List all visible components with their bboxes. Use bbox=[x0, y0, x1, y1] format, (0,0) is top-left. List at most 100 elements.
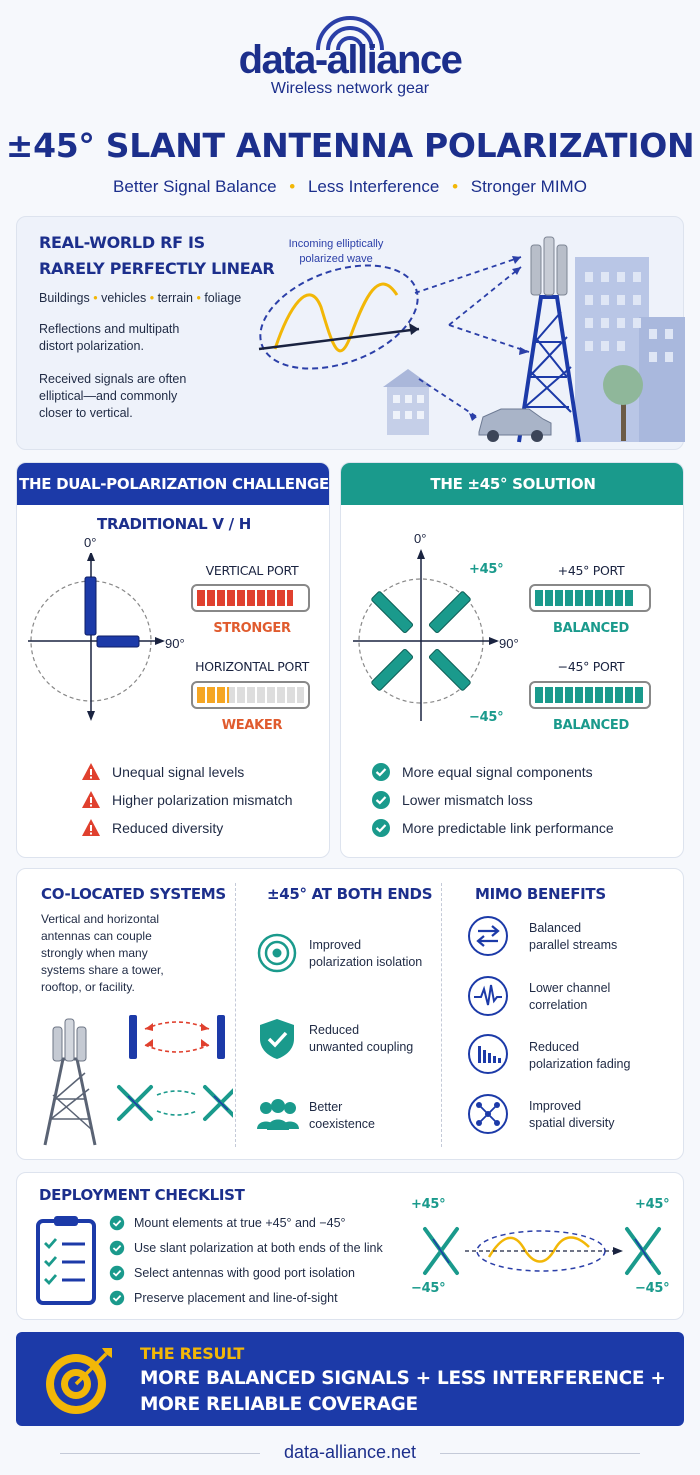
both-ends-item: Improved polarization isolation bbox=[309, 938, 423, 969]
shield-check-icon bbox=[260, 1019, 294, 1059]
colocated-heading: CO-LOCATED SYSTEMS bbox=[41, 885, 226, 903]
subtitle-item: Less Interference bbox=[307, 177, 440, 196]
checklist-item: Select antennas with good port isolation bbox=[109, 1265, 355, 1281]
slant-link-diagram bbox=[423, 1227, 661, 1275]
checklist-item: Preserve placement and line-of-sight bbox=[109, 1290, 338, 1306]
mimo-item: Reduced polarization fading bbox=[529, 1040, 631, 1071]
both-ends-heading: ±45° AT BOTH ENDS bbox=[267, 885, 433, 903]
target-arrow-icon bbox=[46, 1348, 112, 1414]
network-icon bbox=[468, 1094, 508, 1134]
check-row: More predictable link performance bbox=[371, 818, 614, 838]
minus45-port-meter bbox=[529, 681, 651, 709]
solution-header: THE ±45° SOLUTION bbox=[341, 463, 683, 505]
challenge-card: THE DUAL-POLARIZATION CHALLENGE TRADITIO… bbox=[16, 462, 330, 858]
rf-scene-illustration bbox=[258, 236, 685, 443]
rf-heading-line1: REAL-WORLD RF IS bbox=[39, 233, 205, 252]
plus45-port-label: +45° PORT bbox=[557, 563, 625, 578]
colocated-text: Vertical and horizontal antennas can cou… bbox=[41, 912, 164, 994]
result-line2: MORE RELIABLE COVERAGE bbox=[140, 1394, 418, 1415]
link-right-minus45: −45° bbox=[635, 1281, 670, 1296]
result-label: THE RESULT bbox=[140, 1344, 245, 1363]
warning-row: Reduced diversity bbox=[81, 818, 223, 838]
both-ends-item: Reduced unwanted coupling bbox=[309, 1023, 414, 1054]
arrows-swap-icon bbox=[468, 916, 508, 956]
waveform-icon bbox=[468, 976, 508, 1016]
result-line1: MORE BALANCED SIGNALS + LESS INTERFERENC… bbox=[140, 1368, 666, 1389]
colocated-illustration bbox=[43, 1015, 233, 1146]
check-row: More equal signal components bbox=[371, 762, 593, 782]
minus45-label: −45° bbox=[469, 710, 504, 725]
mimo-item: Lower channel correlation bbox=[529, 981, 611, 1012]
rf-items: Buildings • vehicles • terrain • foliage bbox=[39, 291, 242, 305]
link-left-minus45: −45° bbox=[411, 1281, 446, 1296]
mimo-item: Balanced parallel streams bbox=[529, 921, 618, 952]
checklist-item: Mount elements at true +45° and −45° bbox=[109, 1215, 346, 1231]
challenge-subheader: TRADITIONAL V / H bbox=[97, 515, 251, 533]
warning-icon bbox=[82, 791, 100, 808]
check-circle-icon bbox=[372, 791, 390, 809]
solution-card: THE ±45° SOLUTION 0° +45° 90° −45° +45° … bbox=[340, 462, 684, 858]
page-title: ±45° SLANT ANTENNA POLARIZATION bbox=[5, 126, 695, 165]
footer-url[interactable]: data-alliance.net bbox=[283, 1442, 417, 1462]
minus45-port-label: −45° PORT bbox=[557, 659, 625, 674]
checklist-item: Use slant polarization at both ends of t… bbox=[109, 1240, 383, 1256]
both-ends-item: Better coexistence bbox=[309, 1100, 376, 1131]
warning-row: Higher polarization mismatch bbox=[81, 790, 293, 810]
check-row: Lower mismatch loss bbox=[371, 790, 533, 810]
vh-polarization-diagram bbox=[28, 553, 165, 721]
checklist-heading: DEPLOYMENT CHECKLIST bbox=[39, 1186, 245, 1204]
meter-fill bbox=[197, 590, 294, 606]
mimo-item: Improved spatial diversity bbox=[529, 1099, 615, 1130]
slant-polarization-diagram bbox=[353, 549, 499, 721]
warning-icon bbox=[82, 819, 100, 836]
brand-logo: data-alliance Wireless network gear bbox=[0, 0, 700, 100]
link-right-plus45: +45° bbox=[635, 1197, 670, 1212]
axis-90-label: 90° bbox=[165, 636, 185, 651]
plus45-port-status: BALANCED bbox=[552, 621, 629, 636]
axis-0-label: 0° bbox=[84, 535, 97, 550]
result-banner: THE RESULT MORE BALANCED SIGNALS + LESS … bbox=[16, 1332, 684, 1426]
meter-fill bbox=[197, 687, 230, 703]
rf-paragraph-2: Received signals are often elliptical—an… bbox=[39, 372, 187, 420]
rf-paragraph-1: Reflections and multipath distort polari… bbox=[39, 322, 180, 353]
link-left-plus45: +45° bbox=[411, 1197, 446, 1212]
vertical-port-status: STRONGER bbox=[213, 621, 291, 636]
clipboard-icon bbox=[36, 1216, 96, 1305]
wave-label: Incoming elliptically polarized wave bbox=[288, 238, 384, 265]
vertical-port-meter bbox=[191, 584, 310, 612]
subtitle-item: Better Signal Balance bbox=[113, 177, 277, 196]
check-circle-icon bbox=[372, 819, 390, 837]
horizontal-port-meter bbox=[191, 681, 310, 709]
people-icon bbox=[257, 1099, 299, 1130]
rf-heading-line2: RARELY PERFECTLY LINEAR bbox=[39, 259, 275, 278]
check-circle-icon bbox=[109, 1215, 125, 1231]
axis-0-label: 0° bbox=[414, 531, 427, 546]
check-circle-icon bbox=[109, 1290, 125, 1306]
horizontal-port-label: HORIZONTAL PORT bbox=[195, 659, 309, 674]
warning-row: Unequal signal levels bbox=[81, 762, 244, 782]
horizontal-port-status: WEAKER bbox=[221, 718, 283, 733]
subtitle-item: Stronger MIMO bbox=[470, 177, 587, 196]
axis-90-label: 90° bbox=[499, 636, 519, 651]
minus45-port-status: BALANCED bbox=[552, 718, 629, 733]
plus45-port-meter bbox=[529, 584, 651, 612]
rf-card: REAL-WORLD RF IS RARELY PERFECTLY LINEAR… bbox=[16, 216, 685, 450]
checklist-card: DEPLOYMENT CHECKLIST Mount elements at t… bbox=[16, 1172, 684, 1320]
brand-tagline: Wireless network gear bbox=[270, 80, 430, 97]
meter-fill bbox=[535, 687, 645, 703]
warning-icon bbox=[82, 763, 100, 780]
check-circle-icon bbox=[372, 763, 390, 781]
challenge-header: THE DUAL-POLARIZATION CHALLENGE bbox=[17, 463, 329, 505]
meter-fill bbox=[535, 590, 634, 606]
check-circle-icon bbox=[109, 1265, 125, 1281]
check-circle-icon bbox=[109, 1240, 125, 1256]
benefits-card: CO-LOCATED SYSTEMS Vertical and horizont… bbox=[16, 868, 684, 1160]
plus45-label: +45° bbox=[469, 562, 504, 577]
mimo-heading: MIMO BENEFITS bbox=[475, 885, 606, 903]
subtitle: Better Signal Balance • Less Interferenc… bbox=[113, 177, 587, 196]
target-rings-icon bbox=[257, 933, 297, 973]
bars-icon bbox=[468, 1034, 508, 1074]
vertical-port-label: VERTICAL PORT bbox=[205, 563, 299, 578]
wifi-arcs-icon bbox=[316, 16, 384, 51]
brand-name: data-alliance bbox=[238, 38, 463, 82]
